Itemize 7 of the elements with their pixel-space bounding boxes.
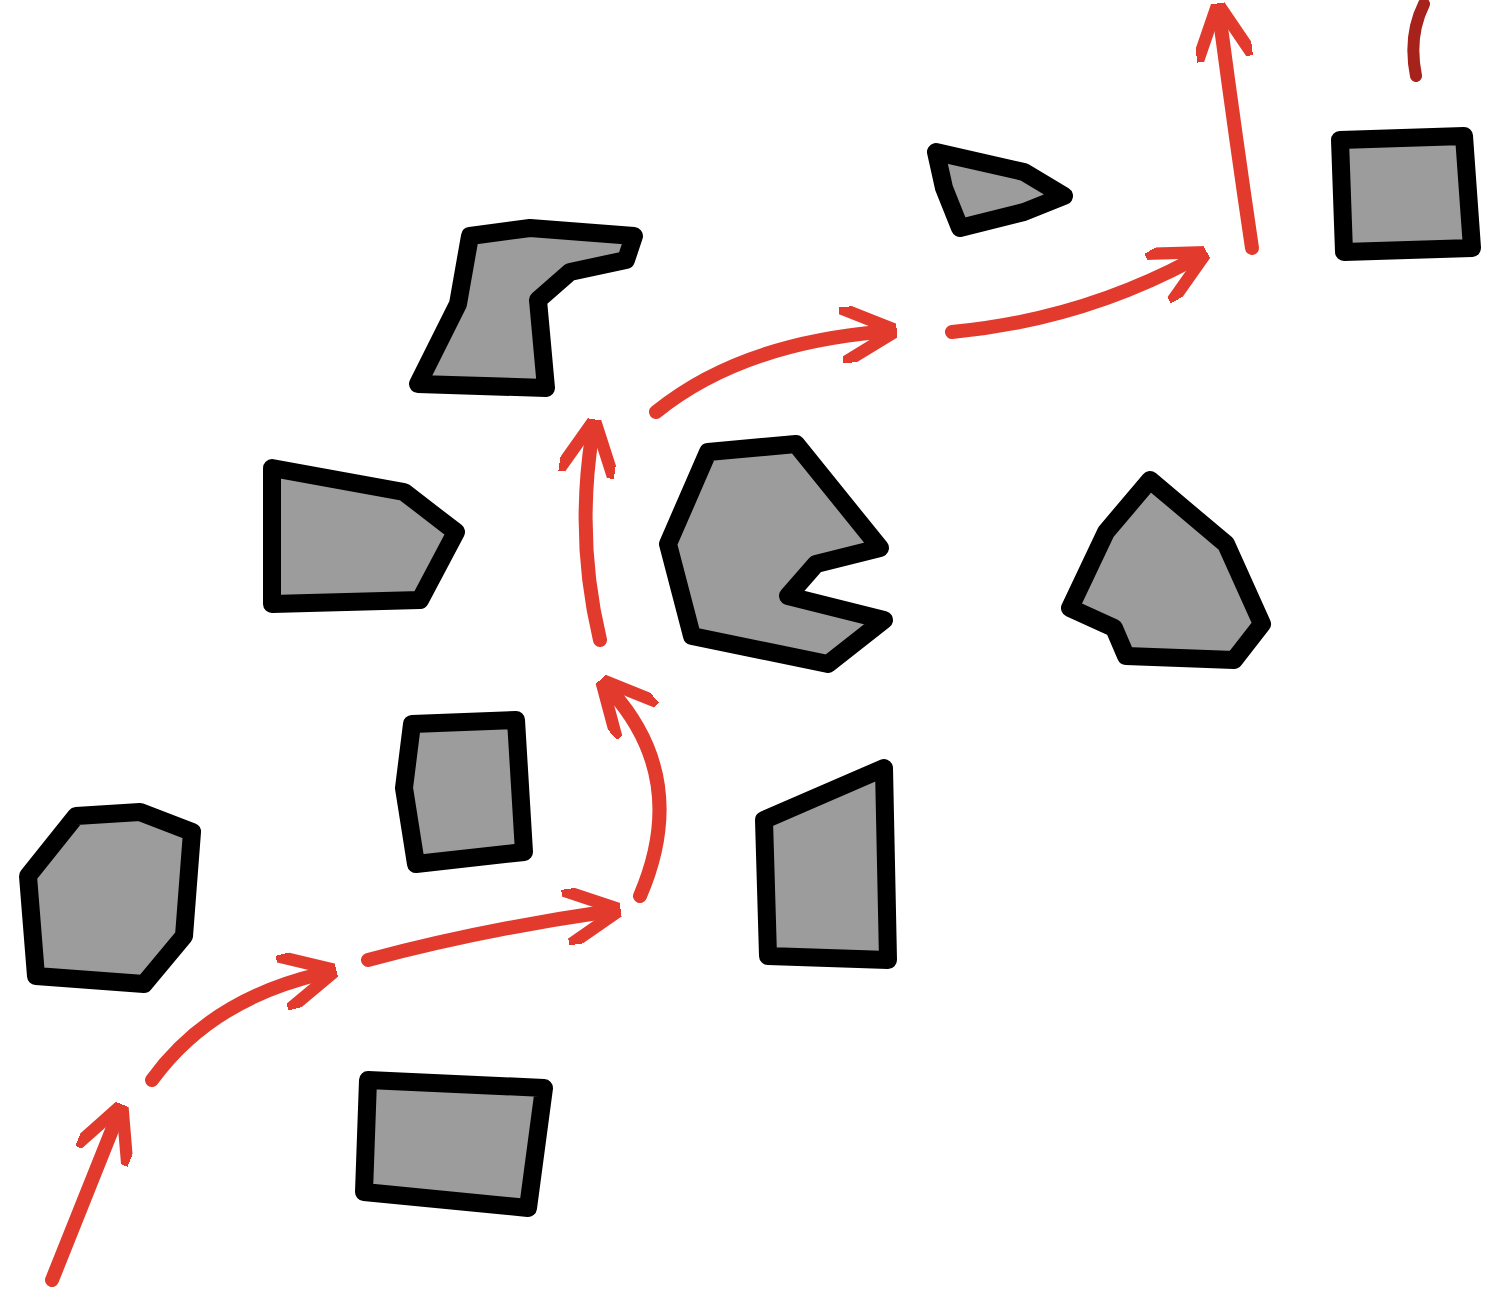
obstacle-block: [410, 216, 646, 396]
obstacle-block: [392, 708, 536, 876]
obstacle-block: [356, 1068, 556, 1216]
obstacle-block: [260, 456, 464, 616]
obstacle-block: [924, 144, 1076, 236]
obstacle-block: [1328, 128, 1484, 264]
obstacle-block: [656, 436, 896, 676]
